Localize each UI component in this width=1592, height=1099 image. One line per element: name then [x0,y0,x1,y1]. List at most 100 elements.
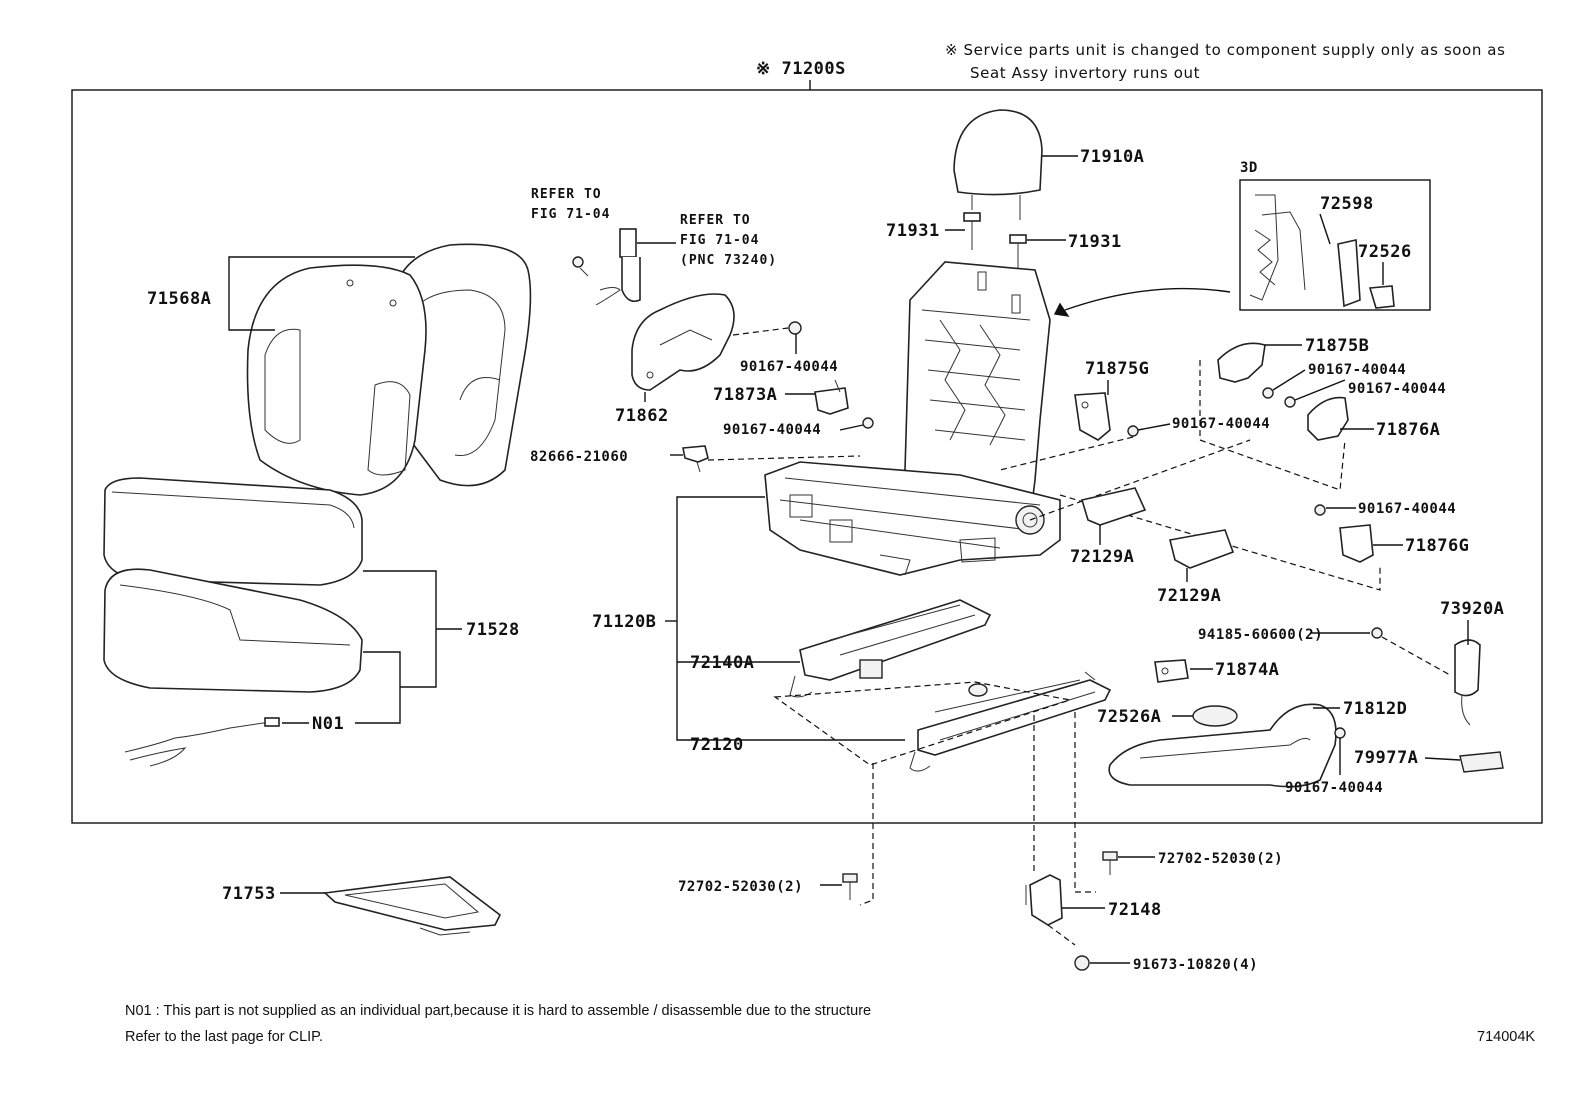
cover-72129A-b [1169,529,1235,569]
dash-71875-group [1199,360,1346,491]
bracket-71875B [1217,342,1266,383]
label-82666: 82666-21060 [530,449,628,465]
leader-79977A [1424,757,1461,761]
knob-72526A [1192,705,1238,727]
label-72148: 72148 [1108,900,1162,920]
label-72598: 72598 [1320,194,1374,214]
headrest-guide-left [963,212,981,250]
label-71876G: 71876G [1405,536,1469,556]
inset-3d-detail [1249,194,1395,309]
bracket-71873A [814,379,849,415]
label-73920A: 73920A [1440,599,1504,619]
headrest-71910A [953,109,1043,220]
leader-71568A-bottom [228,298,275,331]
seat-rail-72140A [789,599,992,698]
label-90167-a: 90167-40044 [740,359,838,375]
label-72120: 72120 [690,735,744,755]
bracket-71876A [1307,396,1349,441]
sticker-79977A [1459,751,1504,773]
footer-note-clip: Refer to the last page for CLIP. [125,1029,323,1045]
label-72129A-b: 72129A [1157,586,1221,606]
side-shield-71862 [631,293,735,391]
dash-82666 [707,455,861,461]
refer-right-line3: (PNC 73240) [680,253,777,268]
assembly-label: ※ 71200S [756,59,846,79]
service-note-line1: ※ Service parts unit is changed to compo… [945,41,1506,59]
inset-3d-label: 3D [1240,160,1258,176]
label-71910A: 71910A [1080,147,1144,167]
leader-90167-b [839,424,864,431]
seatbelt-buckle-part [572,228,641,306]
refer-left-line1: REFER TO [531,187,602,202]
side-cover-71812D [1108,703,1337,788]
label-N01: N01 [312,714,344,734]
screw-90167-b [862,417,874,429]
label-90167-g: 90167-40044 [1285,780,1383,796]
screw-90167-c [1127,425,1139,437]
screw-90167-e [1284,396,1296,408]
screw-90167-a [788,321,802,335]
dash-94185 [1381,636,1451,676]
label-72526: 72526 [1358,242,1412,262]
label-71875G: 71875G [1085,359,1149,379]
bracket-71875G [1074,392,1111,441]
label-71528: 71528 [466,620,520,640]
label-71931-left: 71931 [886,221,940,241]
label-72129A-a: 72129A [1070,547,1134,567]
dash-71876G-link [1059,494,1381,591]
footer-note-n01: N01 : This part is not supplied as an in… [125,1003,871,1019]
leader-71120B-bracket [676,496,905,741]
label-72702-a: 72702-52030(2) [678,879,803,895]
label-71120B: 71120B [592,612,656,632]
leader-N01-box [355,651,401,724]
rail-nut [968,683,988,697]
dash-72702-a [859,763,874,906]
dash-71876A-link [1029,439,1251,521]
label-71862: 71862 [615,406,669,426]
module-73920A [1454,639,1481,726]
assembly-frame [71,89,1543,824]
refer-right-line1: REFER TO [680,213,751,228]
label-72140A: 72140A [690,653,754,673]
label-94185: 94185-60600(2) [1198,627,1323,643]
bolt-72702-a [842,873,858,900]
cushion-cover-bottom [103,568,363,693]
label-71875B: 71875B [1305,336,1369,356]
nut-94185 [1371,627,1383,639]
frame-71753 [323,876,502,936]
bolt-91673 [1074,955,1090,971]
dash-72148-right [1074,712,1096,893]
service-note-line2: Seat Assy invertory runs out [970,64,1200,82]
seatback-cover-front [246,264,427,496]
leader-90167-d [1272,369,1306,391]
label-90167-b: 90167-40044 [723,422,821,438]
bracket-71876G [1339,524,1374,563]
label-71873A: 71873A [713,385,777,405]
seatback-cover-rear [391,243,532,487]
label-71812D: 71812D [1343,699,1407,719]
clip-82666 [682,445,709,473]
leader-90167-e [1294,379,1346,401]
label-90167-e: 90167-40044 [1348,381,1446,397]
dash-91673 [1047,924,1076,946]
dash-rail-outline [773,681,1071,766]
label-90167-c: 90167-40044 [1172,416,1270,432]
bracket-72148 [1025,874,1063,926]
label-72526A: 72526A [1097,707,1161,727]
bolt-72702-b [1102,851,1118,875]
cover-72129A-a [1080,487,1147,526]
refer-right-line2: FIG 71-04 [680,233,759,248]
label-71753: 71753 [222,884,276,904]
dash-90167-c [999,436,1134,471]
label-71568A: 71568A [147,289,211,309]
dash-90167-a [732,327,789,336]
label-79977A: 79977A [1354,748,1418,768]
label-90167-d: 90167-40044 [1308,362,1406,378]
leader-72598 [1319,213,1331,245]
figure-code: 714004K [1477,1029,1535,1045]
screw-90167-g [1334,727,1346,739]
inset-pointer-arrowhead [1053,302,1070,317]
label-72702-b: 72702-52030(2) [1158,851,1283,867]
label-71876A: 71876A [1376,420,1440,440]
